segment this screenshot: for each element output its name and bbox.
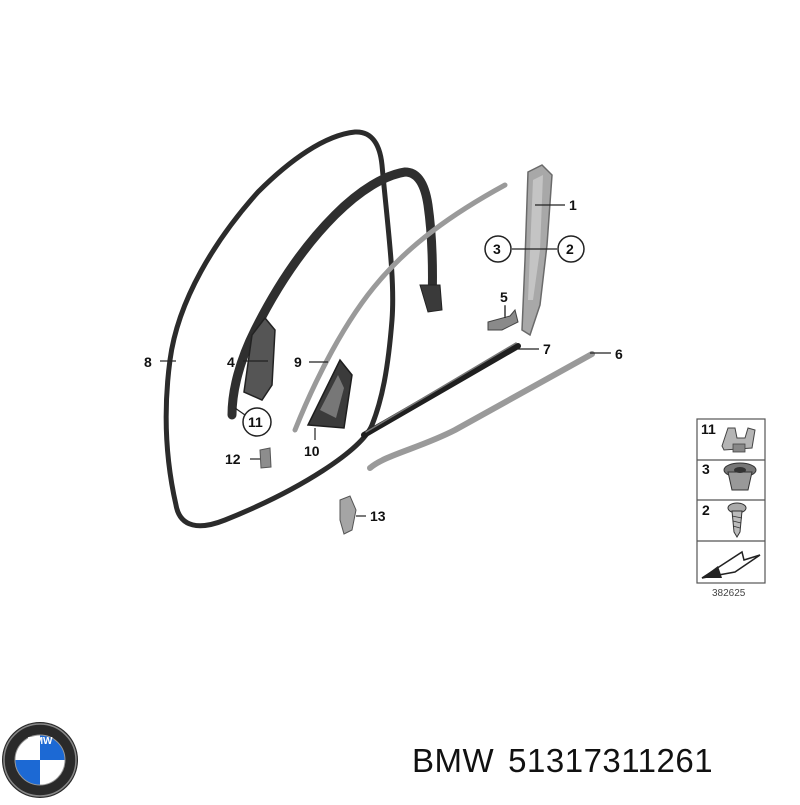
- callout-8: 8: [144, 354, 152, 370]
- clip-nut-icon: [721, 427, 756, 453]
- callout-13: 13: [370, 508, 386, 524]
- callout-6: 6: [615, 346, 623, 362]
- callout-3-circle: [484, 235, 512, 263]
- logo-text: BMW: [28, 736, 54, 747]
- brand-name: BMW: [412, 742, 495, 779]
- part-4-window-channel: [227, 167, 443, 420]
- leader-lines: [160, 204, 611, 517]
- part-7-belt-seal: [361, 342, 521, 438]
- part-13-clip: [339, 495, 357, 535]
- legend-label-2: 2: [702, 502, 710, 518]
- callout-1: 1: [569, 197, 577, 213]
- part-6-trim-strip: [367, 351, 595, 471]
- part-5-bracket: [487, 305, 519, 331]
- screw-icon: [727, 502, 747, 538]
- callout-11-circle: [242, 407, 272, 437]
- legend-label-3: 3: [702, 461, 710, 477]
- direction-arrow-icon: [701, 550, 761, 579]
- diagram-number: 382625: [712, 588, 746, 599]
- expanding-nut-icon: [723, 462, 757, 491]
- callout-5: 5: [500, 289, 508, 305]
- bmw-roundel-icon: BMW: [2, 722, 78, 798]
- callouts: 1 2 3 4 5 6 7 8 9 10 11 12 13: [144, 197, 623, 524]
- part-10-mirror-patch: [306, 358, 353, 429]
- callout-12: 12: [225, 451, 241, 467]
- part-12-pad: [259, 447, 272, 469]
- part-8-door-seal: [163, 129, 396, 529]
- callout-2: 2: [566, 241, 574, 257]
- part-caption: BMW 51317311261: [412, 742, 792, 782]
- callout-9: 9: [294, 354, 302, 370]
- fastener-legend: 11 3 2 382625: [696, 418, 766, 599]
- part-1-pillar-cover: [521, 164, 553, 337]
- part-9-guide-strip: [292, 182, 508, 433]
- callout-3: 3: [493, 241, 501, 257]
- callout-7: 7: [543, 341, 551, 357]
- legend-label-11: 11: [701, 421, 716, 437]
- callout-11: 11: [248, 414, 263, 430]
- callout-10: 10: [304, 443, 320, 459]
- callout-2-circle: [557, 235, 585, 263]
- callout-4: 4: [227, 354, 235, 370]
- part-number: 51317311261: [508, 742, 714, 779]
